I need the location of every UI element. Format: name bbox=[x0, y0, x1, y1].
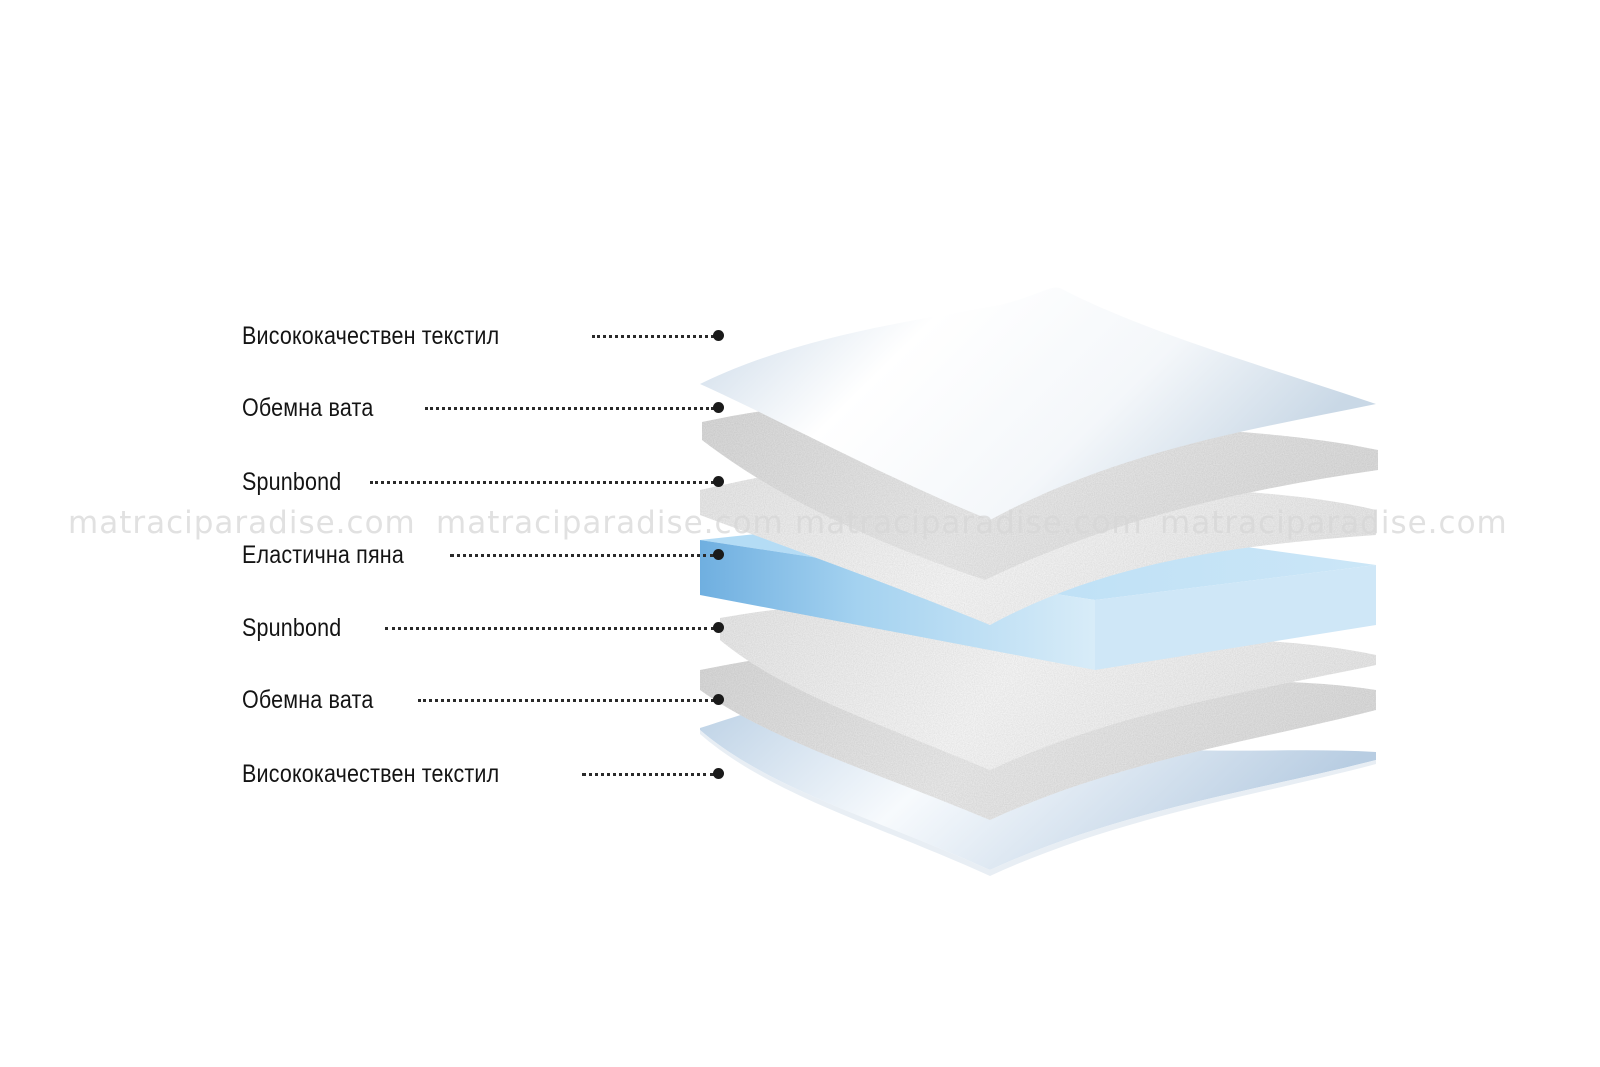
layer-label: Spunbond bbox=[242, 468, 342, 496]
watermark-text: matraciparadise.com bbox=[1160, 505, 1508, 541]
leader-line bbox=[425, 407, 714, 410]
layer-label: Обемна вата bbox=[242, 394, 374, 422]
callout-dot bbox=[713, 476, 724, 487]
layer-callout-foam: Еластична пяна bbox=[0, 535, 740, 575]
leader-line bbox=[592, 335, 714, 338]
callout-dot bbox=[713, 694, 724, 705]
leader-line bbox=[582, 773, 714, 776]
callout-dot bbox=[713, 330, 724, 341]
watermark-text: matraciparadise.com bbox=[68, 505, 416, 541]
leader-line bbox=[385, 627, 714, 630]
layer-label: Spunbond bbox=[242, 614, 342, 642]
layer-foam-front bbox=[700, 540, 1095, 670]
watermark-text: matraciparadise.com bbox=[795, 505, 1143, 541]
layer-foam-side bbox=[1095, 565, 1376, 670]
layer-label: Висококачествен текстил bbox=[242, 322, 500, 350]
watermark-text: matraciparadise.com bbox=[436, 505, 784, 541]
layer-callout-bottom-textile: Висококачествен текстил bbox=[0, 754, 740, 794]
layer-label: Висококачествен текстил bbox=[242, 760, 500, 788]
layer-callout-upper-spunbond: Spunbond bbox=[0, 462, 740, 502]
callout-dot bbox=[713, 549, 724, 560]
layer-label: Обемна вата bbox=[242, 686, 374, 714]
leader-line bbox=[450, 554, 714, 557]
leader-line bbox=[370, 481, 714, 484]
layer-callout-lower-wadding: Обемна вата bbox=[0, 680, 740, 720]
callout-dot bbox=[713, 622, 724, 633]
callout-dot bbox=[713, 768, 724, 779]
leader-line bbox=[418, 699, 714, 702]
layer-callout-top-textile: Висококачествен текстил bbox=[0, 316, 740, 356]
layer-label: Еластична пяна bbox=[242, 541, 404, 569]
layer-callout-lower-spunbond: Spunbond bbox=[0, 608, 740, 648]
layer-top-textile bbox=[700, 287, 1376, 520]
callout-dot bbox=[713, 402, 724, 413]
layer-callout-upper-wadding: Обемна вата bbox=[0, 388, 740, 428]
